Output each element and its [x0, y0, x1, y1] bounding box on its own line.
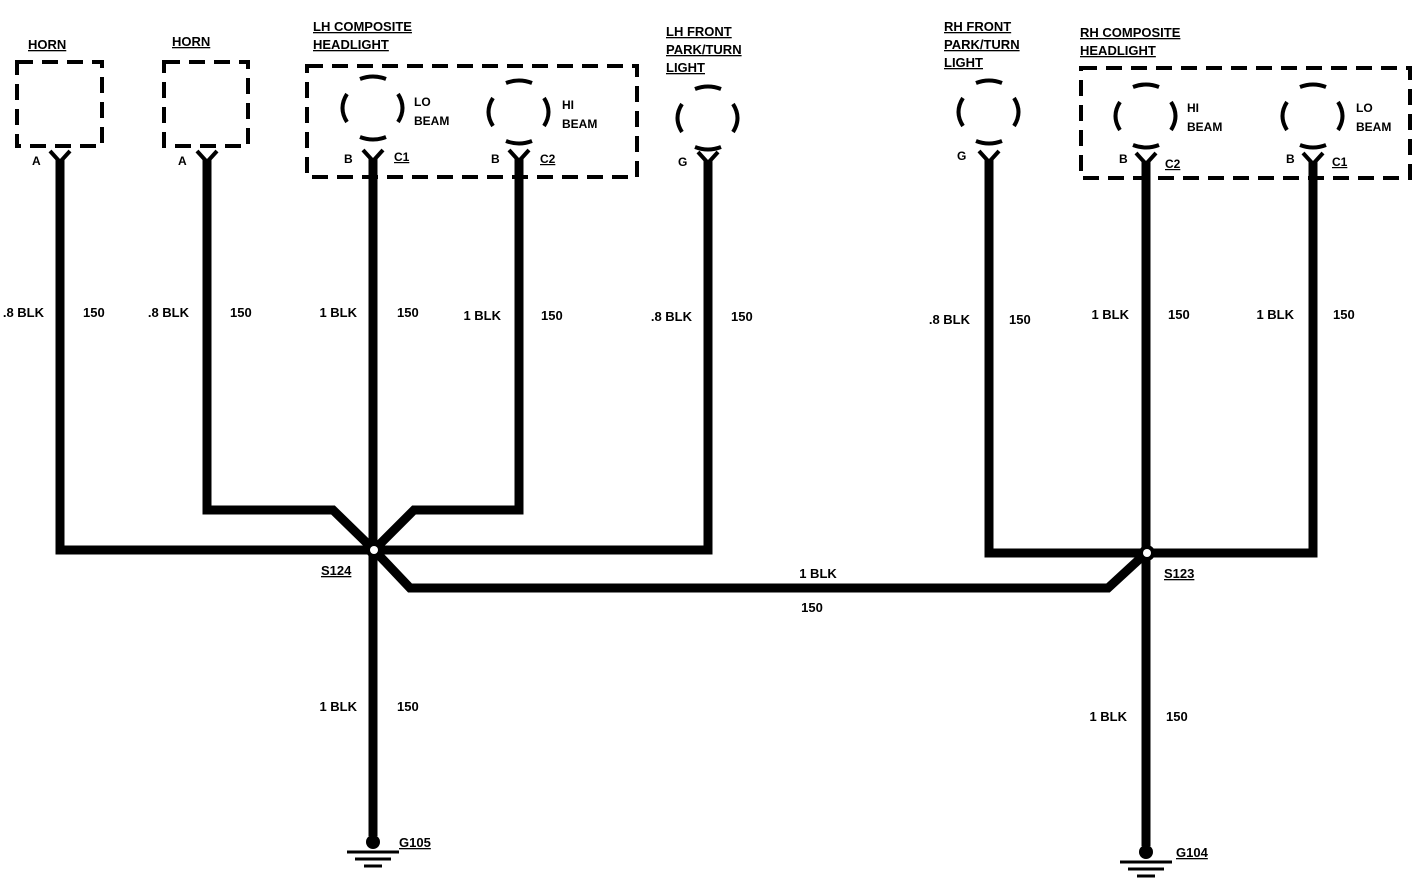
- lh-lo-pin: B: [344, 152, 353, 166]
- lh-hi-connector: C2: [540, 152, 556, 166]
- rh-hi-wire-circuit: 150: [1168, 307, 1190, 322]
- lh-park-pin: G: [678, 155, 687, 169]
- lh-lo-wire-gauge: 1 BLK: [319, 305, 357, 320]
- ground-g104-icon: [1120, 845, 1172, 878]
- rh-lo-pin: B: [1286, 152, 1295, 166]
- lh-hi-pin: B: [491, 152, 500, 166]
- lh-park-title-line2: PARK/TURN: [666, 42, 742, 57]
- horn-2-wire-circuit: 150: [230, 305, 252, 320]
- rh-park-wire-circuit: 150: [1009, 312, 1031, 327]
- rh-lo-wire-gauge: 1 BLK: [1256, 307, 1294, 322]
- rh-ground-wire-gauge: 1 BLK: [1089, 709, 1127, 724]
- rh-hi-wire-gauge: 1 BLK: [1091, 307, 1129, 322]
- horn-2-box: [162, 60, 250, 148]
- lh-lo-label-line2: BEAM: [414, 114, 449, 128]
- ground-g105-label: G105: [399, 835, 431, 850]
- lh-ground-wire-circuit: 150: [397, 699, 419, 714]
- splice-s124-label: S124: [321, 563, 352, 578]
- wires: [55, 159, 1318, 846]
- crossover-wire-gauge: 1 BLK: [799, 566, 837, 581]
- wire-lh-park: [374, 161, 713, 555]
- wire-rh-lo: [1147, 162, 1318, 558]
- lh-lo-wire-circuit: 150: [397, 305, 419, 320]
- rh-lo-label-line1: LO: [1356, 101, 1373, 115]
- rh-headlight-box: [1079, 66, 1412, 180]
- rh-hi-pin: B: [1119, 152, 1128, 166]
- lh-hi-label-line2: BEAM: [562, 117, 597, 131]
- rh-park-pin: G: [957, 149, 966, 163]
- lh-park-wire-circuit: 150: [731, 309, 753, 324]
- rh-park-title-line3: LIGHT: [944, 55, 983, 70]
- rh-hi-connector: C2: [1165, 157, 1181, 171]
- rh-lo-connector: C1: [1332, 155, 1348, 169]
- lh-ground-wire-gauge: 1 BLK: [319, 699, 357, 714]
- ground-g104-label: G104: [1176, 845, 1209, 860]
- rh-park-title-line2: PARK/TURN: [944, 37, 1020, 52]
- rh-lo-label-line2: BEAM: [1356, 120, 1391, 134]
- lh-hi-label-line1: HI: [562, 98, 574, 112]
- rh-park-title-line1: RH FRONT: [944, 19, 1011, 34]
- horn-1-wire-circuit: 150: [83, 305, 105, 320]
- rh-park-turn-bulb: [956, 78, 1021, 146]
- splice-s124-center: [370, 546, 378, 554]
- lh-lo-beam-bulb: [340, 74, 405, 142]
- ground-g105-icon: [347, 835, 399, 868]
- rh-headlight-title-line1: RH COMPOSITE: [1080, 25, 1181, 40]
- horn-2-title: HORN: [172, 34, 210, 49]
- rh-ground-wire-circuit: 150: [1166, 709, 1188, 724]
- rh-lo-beam-bulb: [1280, 82, 1345, 150]
- rh-hi-label-line2: BEAM: [1187, 120, 1222, 134]
- wire-lh-hi: [370, 159, 524, 554]
- lh-park-turn-bulb: [675, 84, 740, 152]
- rh-lo-wire-circuit: 150: [1333, 307, 1355, 322]
- horn-1-pin: A: [32, 154, 41, 168]
- lh-headlight-title-line1: LH COMPOSITE: [313, 19, 412, 34]
- lh-park-title-line1: LH FRONT: [666, 24, 732, 39]
- lh-lo-label-line1: LO: [414, 95, 431, 109]
- lh-park-wire-gauge: .8 BLK: [651, 309, 693, 324]
- wire-horn-2: [202, 160, 378, 554]
- horn-1-box: [15, 60, 104, 148]
- lh-park-title-line3: LIGHT: [666, 60, 705, 75]
- wire-horn-1: [55, 160, 374, 555]
- crossover-wire-circuit: 150: [801, 600, 823, 615]
- wire-rh-park: [984, 160, 1147, 558]
- horn-1-title: HORN: [28, 37, 66, 52]
- rh-hi-beam-bulb: [1113, 82, 1178, 150]
- rh-hi-label-line1: HI: [1187, 101, 1199, 115]
- lh-hi-wire-gauge: 1 BLK: [463, 308, 501, 323]
- lh-lo-connector: C1: [394, 150, 410, 164]
- lh-headlight-title-line2: HEADLIGHT: [313, 37, 389, 52]
- lh-headlight-box: [305, 64, 639, 179]
- rh-park-wire-gauge: .8 BLK: [929, 312, 971, 327]
- lh-hi-beam-bulb: [486, 78, 551, 146]
- horn-2-pin: A: [178, 154, 187, 168]
- rh-headlight-title-line2: HEADLIGHT: [1080, 43, 1156, 58]
- lh-hi-wire-circuit: 150: [541, 308, 563, 323]
- splice-s123-center: [1143, 549, 1151, 557]
- splice-s123-label: S123: [1164, 566, 1194, 581]
- horn-1-wire-gauge: .8 BLK: [3, 305, 45, 320]
- horn-2-wire-gauge: .8 BLK: [148, 305, 190, 320]
- wire-crossover: [370, 546, 1150, 593]
